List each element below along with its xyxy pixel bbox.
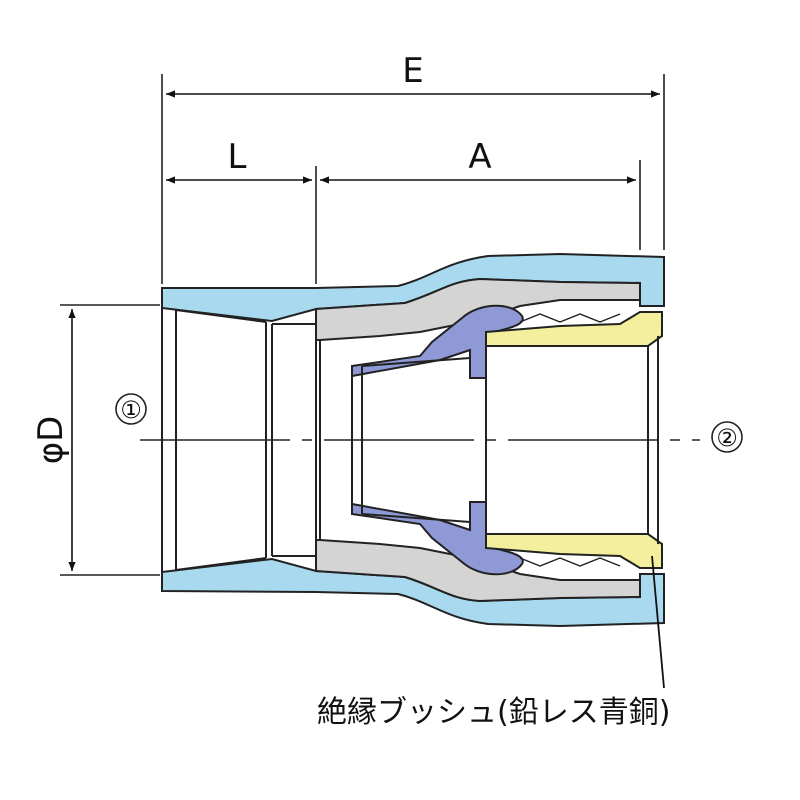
callout-insulating-bush: 絶縁ブッシュ(鉛レス青銅): [317, 695, 670, 730]
port-2-label: ②: [716, 424, 738, 452]
port-1-circle: [115, 393, 147, 425]
port-2-circle: [711, 421, 743, 453]
extension-lines: [60, 74, 665, 576]
port-1-label: ①: [120, 396, 142, 424]
dimension-label-a: A: [468, 137, 491, 177]
callout-leader-line: [651, 555, 665, 689]
dimension-label-d: φD: [31, 416, 71, 465]
grip-teeth: [519, 313, 621, 567]
dimension-label-l: L: [228, 137, 247, 177]
dimension-label-e: E: [402, 51, 423, 91]
